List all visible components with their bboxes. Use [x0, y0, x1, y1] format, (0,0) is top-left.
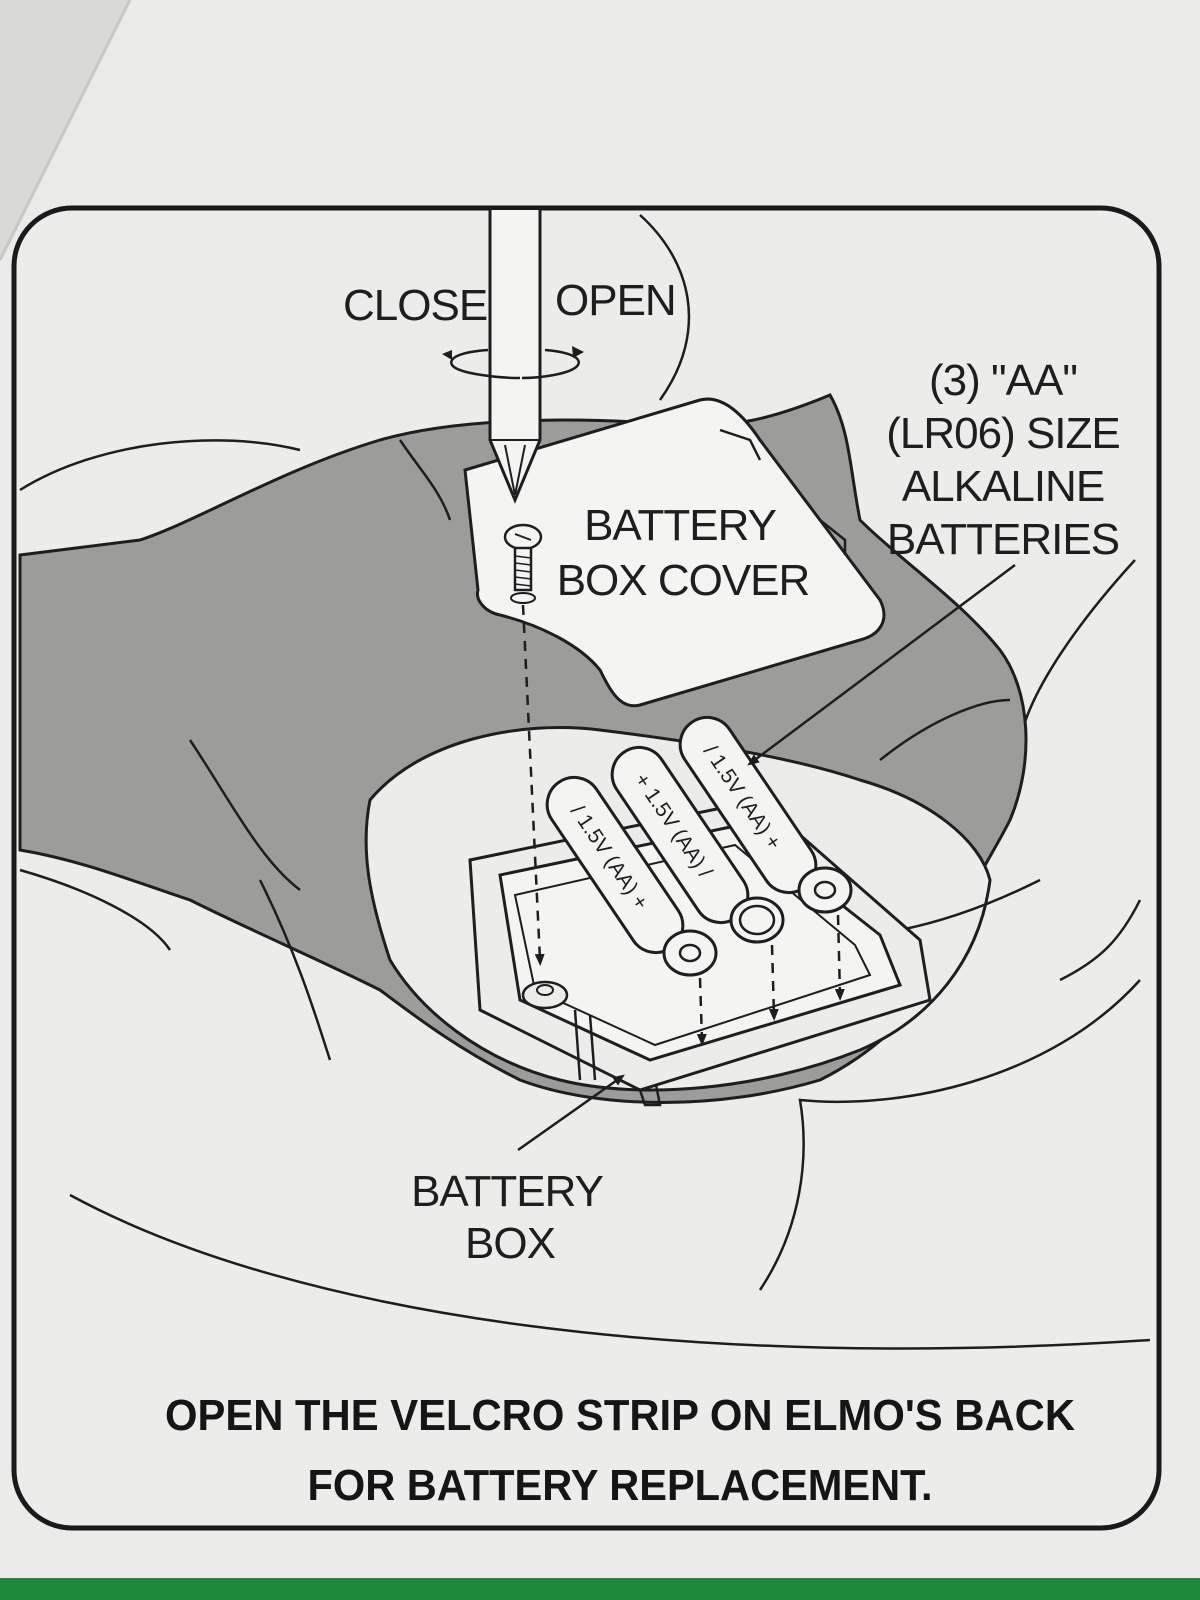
- battery-type-line-1: (3) "AA": [929, 356, 1077, 405]
- fur-fold-4: [398, 439, 452, 521]
- paper-fold: [0, 0, 132, 261]
- battery-type-line-4: BATTERIES: [887, 515, 1119, 564]
- fur-fold-6: [899, 878, 1041, 932]
- open-label: OPEN: [555, 276, 676, 325]
- body-outline-side: [1059, 899, 1142, 982]
- fur-fold-1: [188, 739, 301, 891]
- batteries-leader-line: [747, 563, 1016, 766]
- green-strip: [0, 1578, 1200, 1600]
- battery-1: / 1.5V (AA) +: [545, 775, 685, 955]
- fur-fold-3: [258, 879, 332, 1061]
- box-label-line-2: BOX: [465, 1219, 556, 1268]
- close-label: CLOSE: [343, 281, 487, 330]
- battery-type-line-3: ALKALINE: [902, 462, 1104, 511]
- screwdriver-icon: [488, 210, 542, 504]
- body-outline-lower-right: [758, 979, 1141, 1291]
- battery-2-end: [729, 896, 785, 944]
- battery-box-leader-line: [517, 1074, 625, 1152]
- box-label-line-1: BATTERY: [411, 1167, 604, 1216]
- body-outline-bottom: [69, 1193, 1151, 1350]
- fur-fold-5: [879, 698, 1011, 761]
- battery-3-end: [797, 866, 853, 914]
- battery-box-cover: [463, 397, 886, 708]
- caption-line-1: OPEN THE VELCRO STRIP ON ELMO'S BACK: [165, 1391, 1075, 1440]
- body-outline-top: [639, 214, 691, 401]
- battery-type-line-2: (LR06) SIZE: [886, 409, 1120, 458]
- placement-guides: [521, 604, 845, 1046]
- body-outline-left: [19, 439, 301, 492]
- rotation-arrows-icon: [442, 346, 584, 380]
- battery-1-end: [662, 929, 718, 977]
- cover-label-line-1: BATTERY: [584, 501, 777, 550]
- fur-fold-2: [19, 868, 172, 951]
- cover-label-line-2: BOX COVER: [557, 556, 810, 605]
- caption-line-2: FOR BATTERY REPLACEMENT.: [308, 1461, 933, 1510]
- screw-icon: [503, 523, 543, 604]
